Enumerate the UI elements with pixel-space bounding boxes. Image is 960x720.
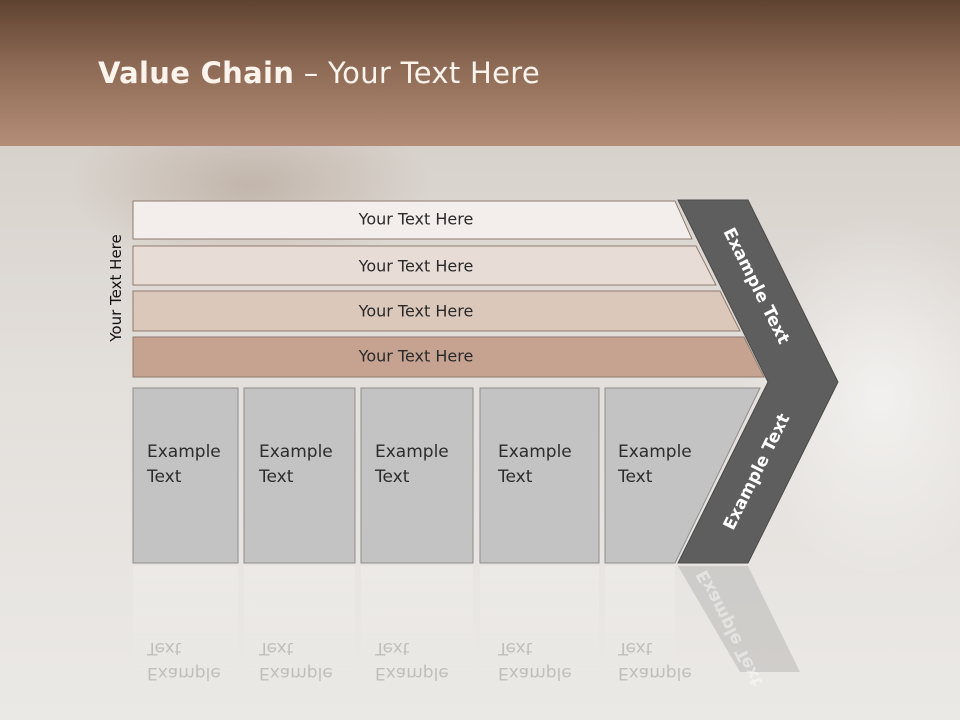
card-1-reflection: Example Text xyxy=(147,635,221,685)
card-4[interactable] xyxy=(479,387,600,564)
bar-2-label: Your Text Here xyxy=(358,256,474,276)
card-4-line2: Text xyxy=(498,467,533,487)
card-5-reflection-line1: Example xyxy=(618,663,692,683)
reflection xyxy=(133,566,800,686)
card-4-reflection: Example Text xyxy=(498,635,572,685)
card-4-reflection-line1: Example xyxy=(498,663,572,683)
bar-1[interactable] xyxy=(132,200,693,240)
card-1-line1: Example xyxy=(147,442,221,462)
card-3-label: Example Text xyxy=(375,440,449,490)
card-4-label: Example Text xyxy=(498,440,572,490)
card-3[interactable] xyxy=(360,387,474,564)
card-2-line1: Example xyxy=(259,442,333,462)
header-band xyxy=(0,0,960,146)
card-5-line2: Text xyxy=(618,467,653,487)
title-rest: – Your Text Here xyxy=(294,56,540,90)
bar-4-label: Your Text Here xyxy=(358,346,474,366)
card-2-reflection-line2: Text xyxy=(259,638,294,658)
bar-3[interactable] xyxy=(132,290,741,332)
card-1-reflection-line2: Text xyxy=(147,638,182,658)
card-5-reflection: Example Text xyxy=(618,635,692,685)
bar-3-label: Your Text Here xyxy=(358,301,474,321)
card-5-reflection-line2: Text xyxy=(618,638,653,658)
card-5[interactable] xyxy=(604,387,761,564)
card-3-reflection: Example Text xyxy=(375,635,449,685)
card-1[interactable] xyxy=(132,387,239,564)
card-5-label: Example Text xyxy=(618,440,692,490)
card-1-line2: Text xyxy=(147,467,182,487)
card-4-line1: Example xyxy=(498,442,572,462)
card-2-label: Example Text xyxy=(259,440,333,490)
slide-title[interactable]: Value Chain – Your Text Here xyxy=(98,56,540,90)
card-1-reflection-line1: Example xyxy=(147,663,221,683)
card-3-line2: Text xyxy=(375,467,410,487)
title-bold: Value Chain xyxy=(98,56,295,90)
card-3-reflection-line1: Example xyxy=(375,663,449,683)
card-3-line1: Example xyxy=(375,442,449,462)
card-2-reflection-line1: Example xyxy=(259,663,333,683)
card-3-reflection-line2: Text xyxy=(375,638,410,658)
chevron-arrow[interactable] xyxy=(677,199,839,564)
bar-2[interactable] xyxy=(132,245,717,286)
card-2-line2: Text xyxy=(259,467,294,487)
card-5-line1: Example xyxy=(618,442,692,462)
card-2[interactable] xyxy=(243,387,356,564)
bar-4[interactable] xyxy=(132,336,765,378)
card-1-label: Example Text xyxy=(147,440,221,490)
bar-1-label: Your Text Here xyxy=(358,209,474,229)
card-4-reflection-line2: Text xyxy=(498,638,533,658)
card-2-reflection: Example Text xyxy=(259,635,333,685)
